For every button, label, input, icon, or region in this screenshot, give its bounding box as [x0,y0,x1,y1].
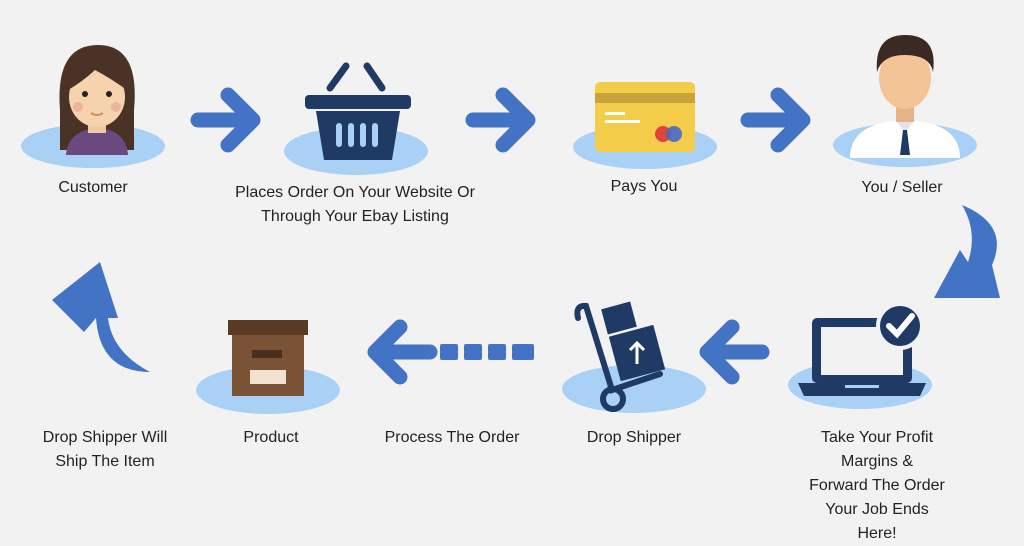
dashed-arrow-icon [367,319,438,385]
woman-avatar-icon [59,45,135,155]
arrow-left-icon [699,319,770,385]
hand-truck-icon [574,301,666,412]
credit-card-icon [595,82,695,152]
shopping-basket-icon [305,62,411,160]
step-label-seller: You / Seller [861,179,943,196]
pedestal [562,365,706,413]
arrow-right-icon [190,87,261,153]
laptop-check-icon [798,302,926,396]
arrow-right-icon [465,87,536,153]
dashed-arrow-dashes [440,344,534,360]
curved-arrow-up-icon [52,262,150,372]
step-label-profit-margins: Take Your Profit Margins & Forward The O… [809,429,945,542]
step-label-customer: Customer [58,179,128,196]
flow-diagram [21,35,1000,414]
arrow-right-icon [740,87,811,153]
step-label-process-order: Process The Order [384,429,520,446]
step-label-product: Product [243,429,299,446]
man-avatar-icon [850,35,960,158]
curved-arrow-down-icon [934,205,1000,298]
step-label-drop-shipper: Drop Shipper [586,429,682,446]
box-icon [228,320,308,396]
step-label-pays-you: Pays You [610,178,678,195]
step-label-ship-item: Drop Shipper Will Ship The Item [42,429,168,470]
step-label-places-order: Places Order On Your Website Or Through … [235,184,475,225]
